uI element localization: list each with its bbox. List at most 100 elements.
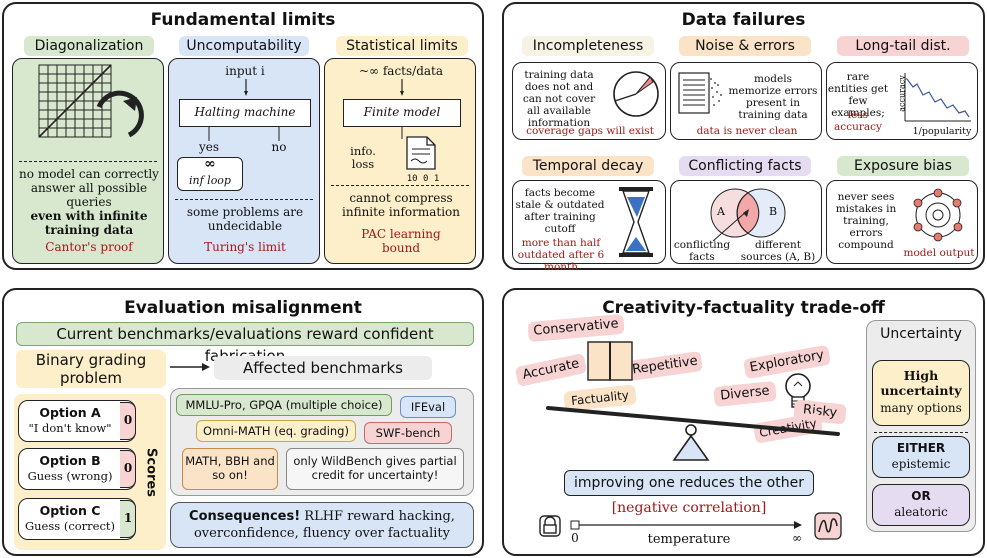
noisy-document-icon [678, 72, 722, 114]
coverage-gaps-note: coverage gaps will exist [526, 125, 654, 137]
ifeval-badge: IFEval [400, 396, 456, 418]
uncertainty-title: Uncertainty [880, 326, 962, 342]
option-a-score: 0 [123, 413, 133, 427]
fabrication-banner: Current benchmarks/evaluations reward co… [16, 322, 474, 365]
finite-model-box [343, 99, 461, 127]
diagonalization-divider [19, 161, 157, 162]
wildbench-badge: only WildBench gives partial credit for … [286, 448, 464, 490]
fundamental-limits-panel: Fundamental limits Diagonalization no mo… [2, 2, 484, 270]
no-label: no [271, 140, 287, 154]
venn-diagram-icon [710, 188, 786, 242]
scores-label: Scores [143, 448, 159, 497]
option-a-name: Option A [39, 405, 101, 420]
improving-banner: improving one reduces the other [564, 470, 814, 496]
pie-gap-icon [613, 71, 659, 117]
aleatoric-box [872, 484, 970, 526]
finite-model-label: Finite model [363, 105, 441, 119]
model-output-note: model output [903, 247, 975, 259]
statistical-limits-label: Statistical limits [336, 36, 468, 56]
consequences-box [170, 502, 474, 548]
epistemic-label: epistemic [891, 457, 951, 471]
less-accuracy-note: less accuracy [834, 109, 882, 133]
option-b-card [18, 448, 136, 490]
exposure-bias-card: never sees mistakes in training, errors … [826, 180, 978, 264]
uncomputability-card: input i Halting machine yes no ∞ inf loo… [168, 58, 320, 264]
high-uncertainty-sub: many options [880, 401, 962, 415]
statistical-limits-card: ~∞ facts/data Finite model info. loss 10… [324, 58, 476, 264]
binary-grading-label: Binary grading problem [16, 350, 166, 388]
option-c-desc: Guess (correct) [24, 519, 116, 533]
negative-correlation-label: [negative correlation] [611, 500, 767, 516]
conflicting-facts-card: A B conflicting facts different sources … [670, 180, 822, 264]
branch-arrows-icon [208, 127, 280, 141]
turings-limit-label: Turing's limit [204, 240, 286, 254]
long-tail-text: rare entities get few examples; [827, 71, 889, 119]
compounding-cycle-icon [913, 188, 963, 242]
compressed-file-icon [406, 136, 436, 170]
option-c-score: 1 [123, 511, 133, 525]
option-b-score: 0 [123, 461, 133, 475]
exposure-bias-text: never sees mistakes in training, errors … [835, 191, 897, 251]
accuracy-axis-label: accuracy [897, 75, 907, 112]
venn-a-label: A [717, 205, 725, 218]
venn-b-label: B [768, 205, 778, 218]
temporal-decay-card: facts become stale & outdated after trai… [512, 180, 666, 273]
temp-zero-label: 0 [571, 531, 579, 545]
option-c-card [18, 498, 136, 540]
temp-infinity-label: ∞ [792, 531, 802, 545]
option-c-score-box [120, 500, 136, 538]
incompleteness-label: Incompleteness [522, 36, 654, 56]
diagonalization-text: no model can correctly answer all possib… [19, 167, 159, 209]
uncertainty-divider [874, 432, 968, 433]
uncomputability-label: Uncomputability [179, 36, 309, 56]
book-icon [587, 341, 633, 381]
omni-math-badge: Omni-MATH (eq. grading) [196, 420, 356, 442]
evaluation-misalignment-panel: Evaluation misalignment Current benchmar… [2, 288, 484, 556]
exposure-bias-label: Exposure bias [837, 156, 969, 176]
data-failures-title: Data failures [681, 10, 806, 30]
temperature-label: temperature [647, 532, 731, 547]
halting-machine-box [179, 99, 311, 127]
statistical-text: cannot compress infinite information [342, 191, 460, 219]
long-tail-card: rare entities get few examples; less acc… [826, 62, 978, 140]
option-c-name: Option C [39, 503, 101, 518]
halting-machine-label: Halting machine [194, 105, 296, 119]
infinity-symbol: ∞ [204, 156, 216, 172]
repetitive-tag: Repetitive [626, 350, 704, 382]
fundamental-limits-title: Fundamental limits [150, 10, 336, 30]
noise-errors-label: Noise & errors [679, 36, 811, 56]
loss-arrow-icon [401, 127, 403, 139]
noise-errors-text: models memorize errors present in traini… [728, 73, 818, 121]
diagonalization-emphasis: even with infinite training data [30, 209, 148, 237]
outdated-note: more than half outdated after 6 month [517, 237, 605, 273]
consequences-heading: Consequences! [189, 509, 301, 524]
conflicting-facts-caption: conflicting facts [673, 239, 731, 263]
bits-label: 10 0 1 [406, 174, 440, 184]
or-heading: OR [911, 489, 931, 503]
info-loss-label: info. loss [350, 144, 376, 171]
aleatoric-label: aleatoric [894, 505, 948, 519]
yes-label: yes [198, 140, 220, 154]
epistemic-box [872, 436, 970, 478]
option-a-desc: "I don't know" [28, 421, 112, 435]
either-heading: EITHER [896, 441, 946, 455]
evaluation-misalignment-title: Evaluation misalignment [124, 298, 362, 318]
popularity-axis-label: 1/popularity [912, 126, 972, 137]
affected-benchmarks-label: Affected benchmarks [214, 356, 432, 380]
uncomputability-text: some problems are undecidable [186, 205, 304, 233]
accurate-tag: Accurate [514, 352, 588, 388]
uncomputability-divider [175, 199, 313, 200]
cantors-proof-label: Cantor's proof [45, 240, 133, 254]
option-a-card [18, 400, 136, 442]
conflicting-facts-label: Conflicting facts [679, 156, 811, 176]
incompleteness-text: training data does not and can not cover… [522, 69, 596, 129]
facts-data-label: ~∞ facts/data [358, 64, 444, 78]
diagonal-grid-icon [38, 64, 144, 138]
noise-errors-card: models memorize errors present in traini… [670, 62, 822, 140]
high-uncertainty-heading: High uncertainty [880, 368, 962, 398]
hourglass-icon [619, 187, 653, 257]
diagonalization-label: Diagonalization [24, 36, 154, 56]
seesaw-icon [546, 406, 840, 461]
affected-arrow-icon [170, 363, 210, 371]
long-tail-label: Long-tail dist. [837, 36, 969, 56]
